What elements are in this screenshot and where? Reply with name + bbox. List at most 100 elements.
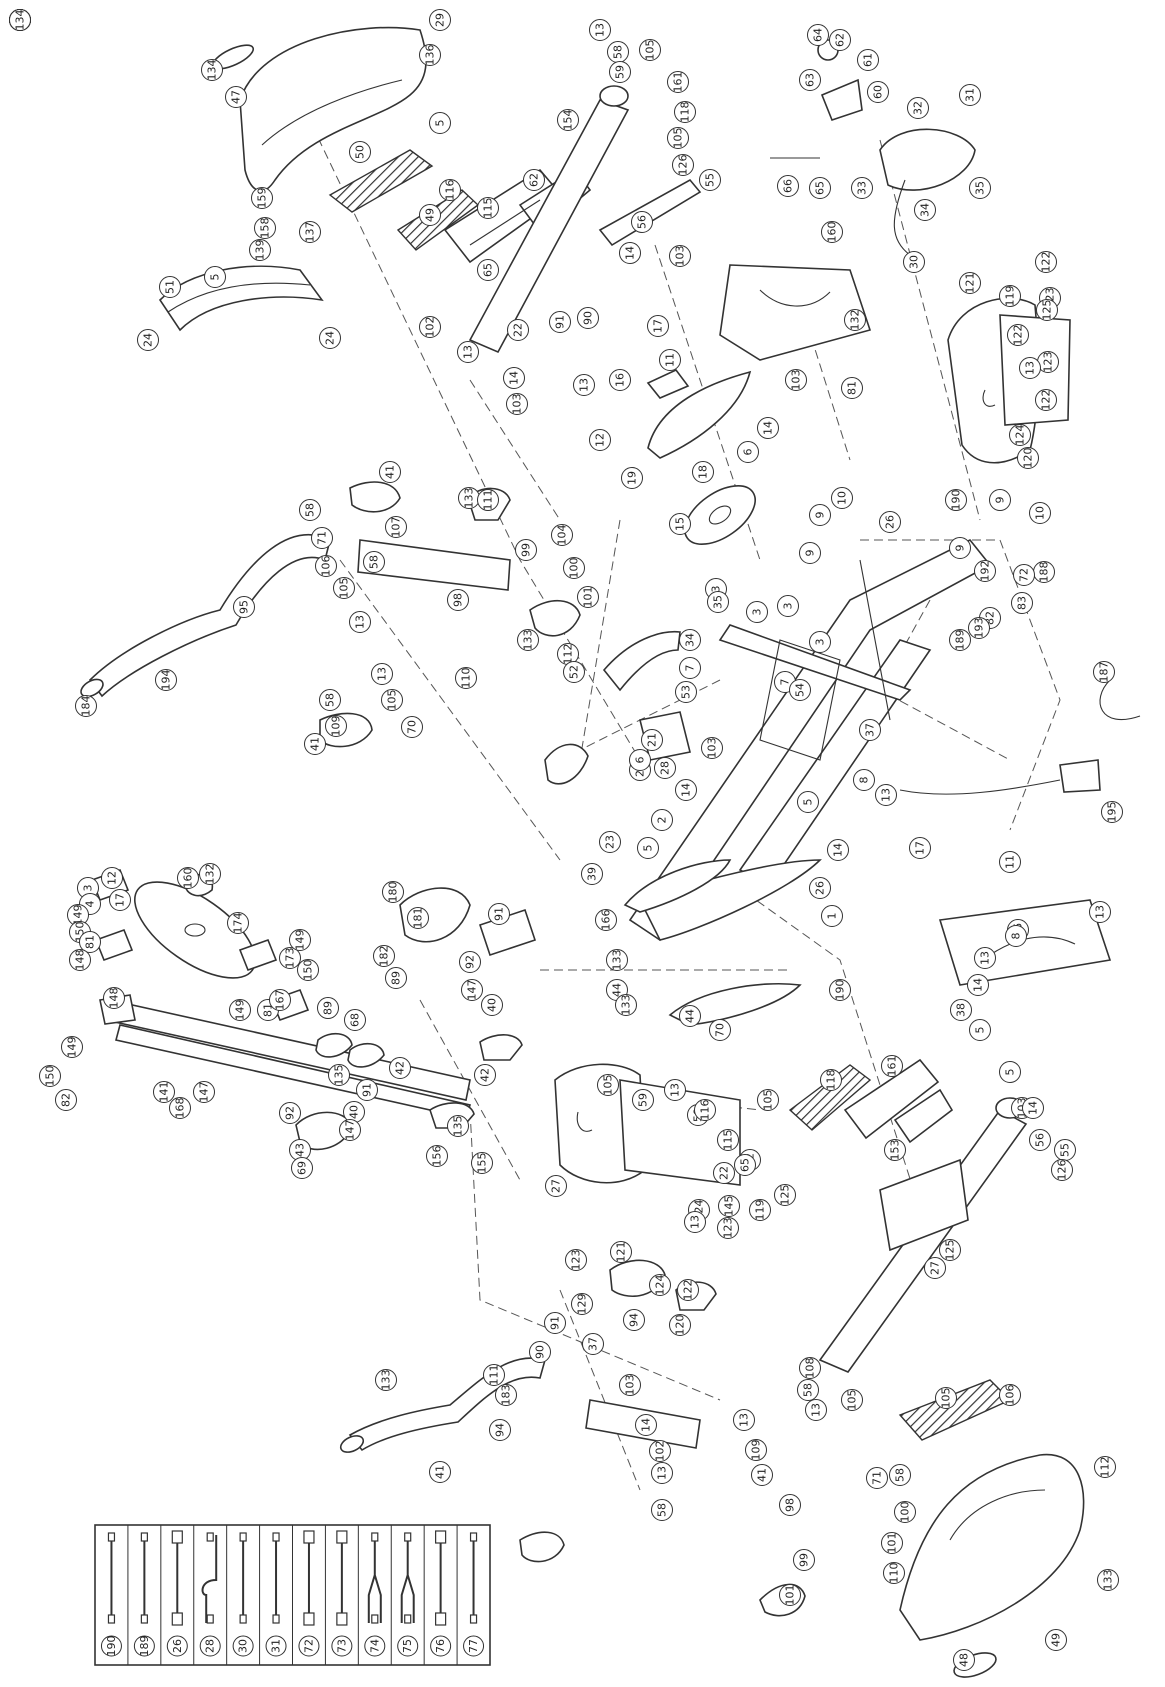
part-callout: 155 (471, 1152, 493, 1174)
callout-label: 134 (14, 10, 27, 31)
part-callout: 13 (664, 1079, 686, 1101)
part-callout: 148 (69, 949, 91, 971)
callout-circle (1011, 592, 1033, 614)
callout-circle (1017, 447, 1039, 469)
connector-cable-icon (303, 1530, 315, 1626)
callout-circle (419, 44, 441, 66)
part-callout: 89 (385, 967, 407, 989)
part-callout: 34 (914, 199, 936, 221)
callout-label: 68 (349, 1013, 362, 1027)
part-callout: 122 (1007, 324, 1029, 346)
callout-circle (718, 1195, 740, 1217)
callout-circle (429, 1461, 451, 1483)
callout-label: 65 (482, 263, 495, 277)
callout-label: 13 (810, 1403, 823, 1417)
callout-circle (385, 516, 407, 538)
part-callout: 134 (201, 59, 223, 81)
callout-label: 100 (568, 558, 581, 579)
part-callout: 9 (809, 504, 831, 526)
part-callout: 56 (631, 211, 653, 233)
callout-circle (169, 1097, 191, 1119)
callout-label: 49 (1050, 1633, 1063, 1647)
part-callout: 124 (649, 1274, 671, 1296)
part-callout: 1 (821, 905, 843, 927)
callout-label: 11 (1004, 855, 1017, 869)
part-callout: 14 (503, 367, 525, 389)
callout-circle (109, 889, 131, 911)
callout-circle (407, 907, 429, 929)
callout-label: 41 (756, 1468, 769, 1482)
callout-label: 42 (394, 1061, 407, 1075)
callout-label: 134 (206, 60, 219, 81)
callout-label: 136 (424, 45, 437, 66)
part-callout: 12 (589, 429, 611, 451)
rear-shroud-top (158, 26, 434, 332)
callout-label: 105 (672, 128, 685, 149)
part-callout: 13 (1019, 357, 1041, 379)
part-callout: 41 (751, 1464, 773, 1486)
callout-circle (909, 837, 931, 859)
callout-circle (371, 663, 393, 685)
callout-circle (749, 1199, 771, 1221)
part-callout: 9 (989, 489, 1011, 511)
callout-label: 149 (66, 1037, 79, 1058)
callout-circle (254, 217, 276, 239)
callout-circle (829, 29, 851, 51)
callout-circle (201, 59, 223, 81)
part-callout: 102 (649, 1440, 671, 1462)
part-callout: 3 (777, 595, 799, 617)
callout-label: 190 (834, 980, 847, 1001)
part-callout: 109 (745, 1439, 767, 1461)
callout-circle (529, 1341, 551, 1363)
callout-label: 160 (826, 222, 839, 243)
callout-label: 103 (624, 1375, 637, 1396)
callout-label: 55 (1059, 1143, 1072, 1157)
handlebar-upper (80, 481, 581, 748)
callout-label: 55 (704, 173, 717, 187)
part-callout: 56 (1029, 1129, 1051, 1151)
callout-circle (672, 154, 694, 176)
callout-circle (339, 1119, 361, 1141)
flywheel-guard-top (719, 264, 872, 361)
part-callout: 106 (999, 1384, 1021, 1406)
part-callout: 126 (1051, 1159, 1073, 1181)
callout-label: 6 (634, 757, 647, 764)
part-callout: 161 (881, 1055, 903, 1077)
bent-cable-icon (201, 1532, 218, 1624)
callout-label: 92 (284, 1106, 297, 1120)
part-callout: 71 (866, 1467, 888, 1489)
callout-label: 13 (979, 951, 992, 965)
callout-circle (679, 657, 701, 679)
part-callout: 116 (694, 1099, 716, 1121)
part-callout: 120 (669, 1314, 691, 1336)
callout-label: 91 (554, 315, 567, 329)
callout-label: 192 (979, 561, 992, 582)
part-callout: 106 (315, 555, 337, 577)
part-callout: 55 (1054, 1139, 1076, 1161)
callout-label: 154 (562, 110, 575, 131)
callout-label: 1 (826, 913, 839, 920)
part-callout: 193 (968, 617, 990, 639)
part-callout: 12 (101, 867, 123, 889)
callout-label: 95 (238, 600, 251, 614)
callout-label: 44 (611, 983, 624, 997)
part-callout: 72 (1013, 564, 1035, 586)
part-callout: 66 (777, 175, 799, 197)
split-cable-icon (400, 1532, 415, 1624)
straight-cable-icon (272, 1532, 280, 1624)
callout-label: 54 (794, 683, 807, 697)
part-callout: 168 (169, 1097, 191, 1119)
steering-mast (99, 881, 472, 1119)
callout-circle (1045, 1629, 1067, 1651)
callout-label: 24 (324, 331, 337, 345)
callout-circle (459, 951, 481, 973)
part-callout: 116 (439, 179, 461, 201)
callout-circle (477, 489, 499, 511)
pedal-arm-bottom (818, 1097, 1028, 1373)
part-callout: 111 (483, 1364, 505, 1386)
callout-circle (477, 259, 499, 281)
part-callout: 27 (545, 1175, 567, 1197)
callout-label: 111 (488, 1365, 501, 1386)
callout-circle (233, 596, 255, 618)
